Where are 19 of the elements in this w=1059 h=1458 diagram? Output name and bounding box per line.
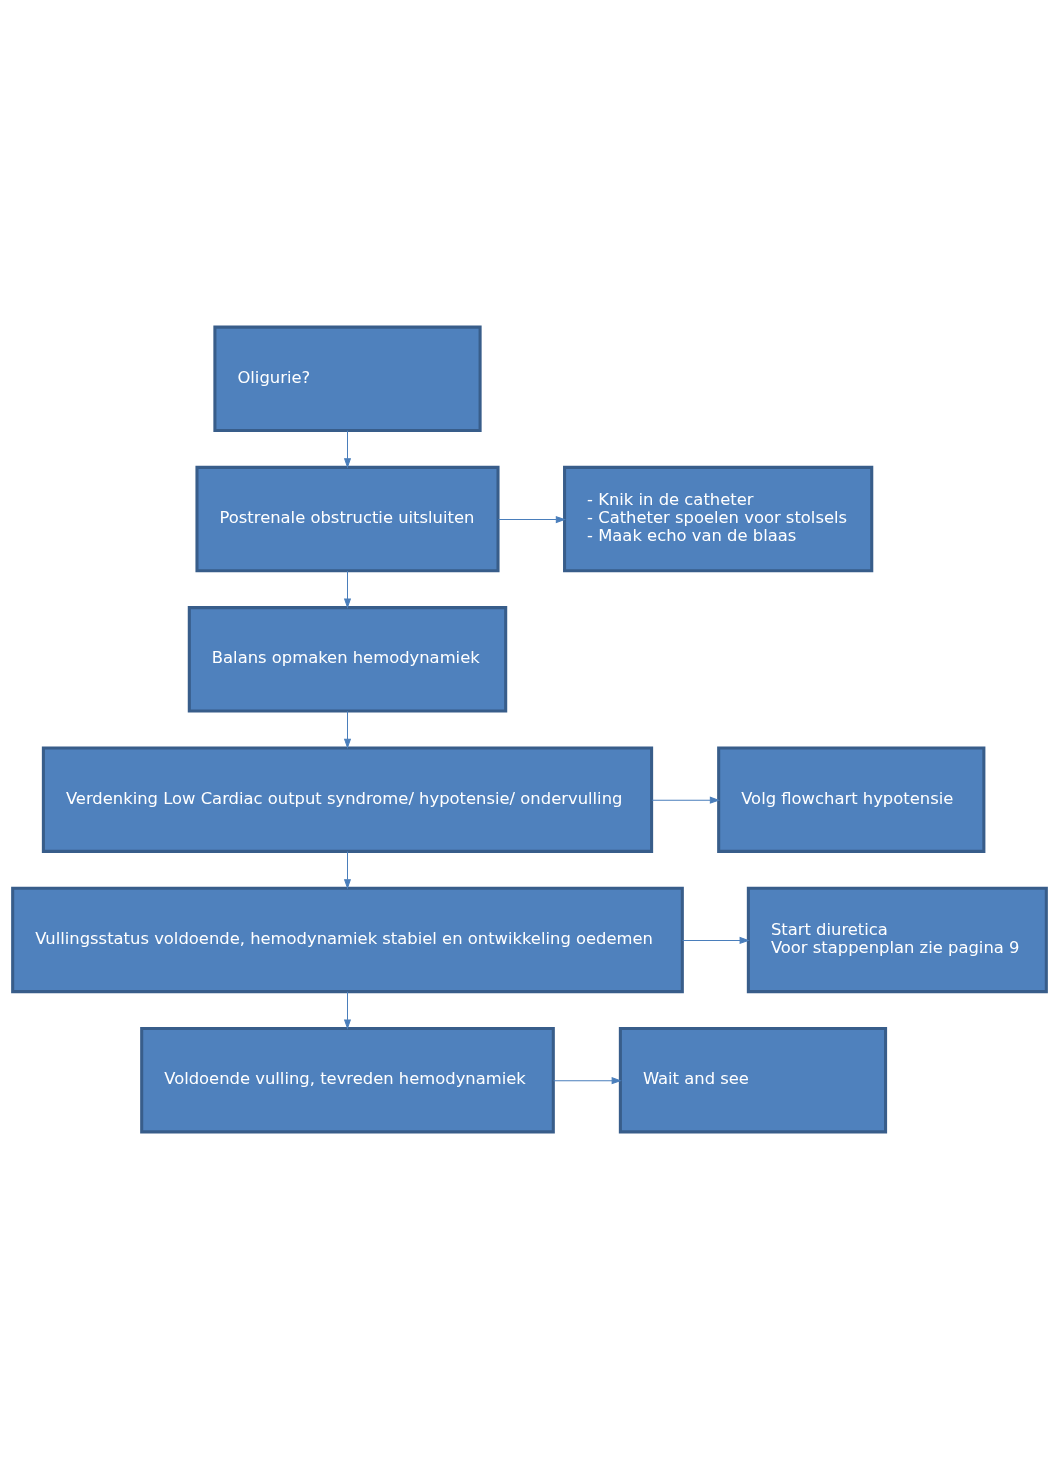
arrow	[343, 429, 352, 469]
node-box: Vullingsstatus voldoende, hemodynamiek stabiel en ontwikkeling oedemen	[11, 886, 684, 993]
node-box: Voldoende vulling, tevreden hemodynamiek	[140, 1026, 555, 1133]
arrow	[681, 936, 750, 944]
arrow	[343, 710, 352, 749]
node-box: Wait and see	[618, 1026, 888, 1133]
node-box: Postrenale obstructie uitsluiten	[195, 465, 500, 572]
arrow	[651, 796, 721, 804]
arrow	[343, 990, 352, 1030]
arrow	[553, 1076, 622, 1084]
arrow	[343, 569, 352, 609]
node-box: Oligurie?	[213, 325, 482, 432]
arrow	[343, 850, 352, 889]
node-box: Start diuretica Voor stappenplan zie pagina 9	[746, 886, 1048, 993]
arrow	[497, 515, 567, 523]
node-box: Volg flowchart hypotensie	[717, 745, 986, 853]
node-box: Verdenking Low Cardiac output syndrome/ hypotensie/ ondervulling	[41, 745, 654, 853]
node-box: - Knik in de catheter - Catheter spoelen voor stolsels - Maak echo van de blaas	[563, 465, 874, 572]
node-box: Balans opmaken hemodynamiek	[187, 605, 508, 713]
